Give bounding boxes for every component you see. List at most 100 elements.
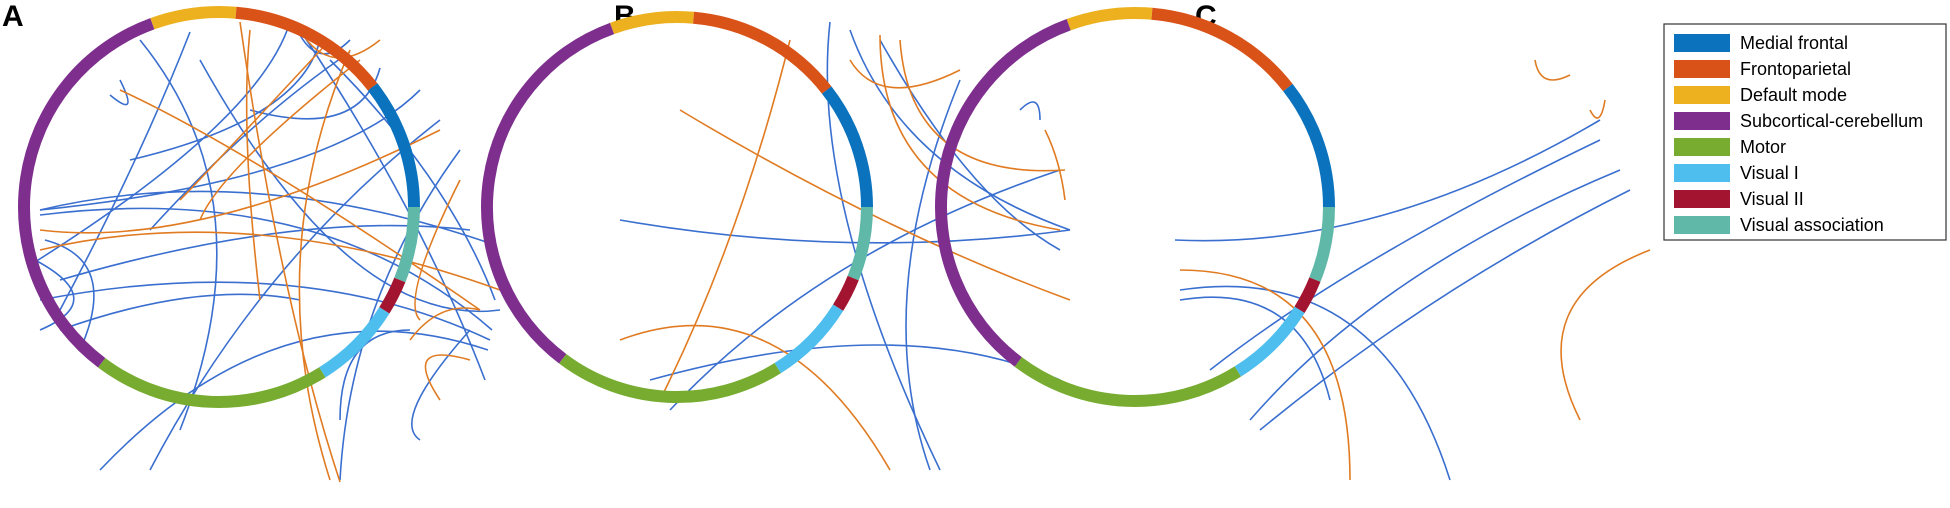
legend-label: Visual I bbox=[1740, 163, 1799, 183]
ring-segment-visual-1 bbox=[319, 307, 390, 378]
ring-segment-visual-1 bbox=[774, 304, 844, 374]
ring-segment-frontoparietal bbox=[1151, 7, 1293, 92]
panel-a-label: A bbox=[2, 0, 24, 33]
positive-edge bbox=[139, 39, 218, 431]
panel-c-ring bbox=[935, 7, 1335, 407]
positive-edge bbox=[199, 59, 501, 313]
positive-edge bbox=[669, 169, 1061, 411]
ring-segment-medial-frontal bbox=[1283, 83, 1335, 208]
legend-swatch bbox=[1674, 86, 1730, 104]
legend-label: Motor bbox=[1740, 137, 1786, 157]
ring-segment-frontoparietal bbox=[693, 11, 832, 94]
ring-segment-visual-association bbox=[1309, 206, 1335, 282]
positive-edge bbox=[1209, 139, 1601, 371]
legend-label: Visual association bbox=[1740, 215, 1884, 235]
negative-edge bbox=[1534, 59, 1571, 81]
positive-edge bbox=[826, 21, 941, 471]
negative-edge bbox=[659, 39, 791, 401]
negative-edge bbox=[409, 307, 481, 341]
panel-b: B bbox=[481, 0, 1071, 471]
ring-segment-subcortical-cerebellum bbox=[481, 22, 615, 364]
positive-edge bbox=[299, 29, 486, 381]
positive-edge bbox=[149, 119, 441, 471]
positive-edge bbox=[619, 219, 1071, 244]
legend-label: Subcortical-cerebellum bbox=[1740, 111, 1923, 131]
positive-edge bbox=[1019, 101, 1041, 121]
legend-label: Visual II bbox=[1740, 189, 1804, 209]
positive-edge bbox=[109, 79, 129, 106]
positive-edge bbox=[39, 190, 496, 246]
negative-edge bbox=[179, 39, 331, 201]
negative-edge bbox=[239, 21, 341, 483]
legend-swatch bbox=[1674, 138, 1730, 156]
legend-swatch bbox=[1674, 112, 1730, 130]
negative-edge bbox=[1044, 129, 1066, 201]
legend-swatch bbox=[1674, 216, 1730, 234]
ring-segment-visual-2 bbox=[1294, 277, 1321, 313]
ring-segment-subcortical-cerebellum bbox=[935, 19, 1071, 367]
panel-c: C bbox=[935, 0, 1651, 481]
positive-edge bbox=[39, 207, 493, 331]
negative-edge bbox=[1179, 269, 1351, 481]
positive-edge bbox=[59, 31, 191, 311]
negative-edge bbox=[849, 59, 961, 89]
positive-edge bbox=[59, 224, 471, 281]
negative-edge bbox=[424, 354, 471, 401]
positive-edge bbox=[1174, 119, 1601, 242]
positive-edge bbox=[849, 29, 1071, 231]
ring-segment-subcortical-cerebellum bbox=[18, 18, 155, 368]
negative-edge bbox=[879, 34, 1061, 231]
panel-b-ring bbox=[481, 11, 873, 403]
positive-edge bbox=[1249, 169, 1621, 421]
negative-edge bbox=[679, 109, 1071, 301]
positive-edge bbox=[339, 149, 461, 481]
ring-segment-frontoparietal bbox=[235, 6, 378, 91]
negative-edge bbox=[899, 39, 1066, 172]
panel-b-edges bbox=[619, 21, 1071, 471]
panel-a-ring bbox=[18, 6, 420, 408]
positive-edge bbox=[39, 281, 491, 341]
positive-edge bbox=[1259, 189, 1631, 431]
ring-segment-visual-1 bbox=[1234, 306, 1305, 377]
ring-segment-visual-association bbox=[394, 206, 420, 283]
panel-a-edges bbox=[34, 21, 501, 483]
legend-swatch bbox=[1674, 34, 1730, 52]
positive-edge bbox=[34, 259, 75, 331]
negative-edge bbox=[199, 59, 361, 221]
ring-segment-motor bbox=[1014, 357, 1241, 407]
ring-segment-motor bbox=[98, 357, 326, 408]
legend-swatch bbox=[1674, 190, 1730, 208]
ring-segment-default-mode bbox=[1066, 7, 1153, 31]
positive-edge bbox=[59, 293, 301, 331]
ring-segment-medial-frontal bbox=[367, 83, 420, 208]
positive-edge bbox=[411, 329, 471, 441]
positive-edge bbox=[129, 39, 321, 161]
legend-label: Default mode bbox=[1740, 85, 1847, 105]
panel-a: A bbox=[2, 0, 501, 483]
negative-edge bbox=[619, 324, 891, 471]
negative-edge bbox=[245, 29, 261, 301]
negative-edge bbox=[119, 89, 481, 311]
positive-edge bbox=[1179, 296, 1331, 401]
negative-edge bbox=[39, 129, 441, 234]
ring-segment-motor bbox=[559, 353, 781, 403]
negative-edge bbox=[39, 231, 501, 291]
ring-segment-medial-frontal bbox=[821, 86, 873, 208]
positive-edge bbox=[34, 21, 291, 263]
legend-swatch bbox=[1674, 164, 1730, 182]
positive-edge bbox=[905, 79, 961, 471]
positive-edge bbox=[99, 330, 489, 471]
ring-segment-visual-association bbox=[847, 206, 873, 281]
legend-label: Frontoparietal bbox=[1740, 59, 1851, 79]
positive-edge bbox=[329, 59, 496, 301]
negative-edge bbox=[1589, 99, 1606, 119]
positive-edge bbox=[149, 51, 351, 231]
legend-swatch bbox=[1674, 60, 1730, 78]
negative-edge bbox=[298, 49, 351, 481]
ring-segment-visual-2 bbox=[379, 277, 406, 314]
panel-c-edges bbox=[1174, 59, 1651, 481]
legend-label: Medial frontal bbox=[1740, 33, 1848, 53]
